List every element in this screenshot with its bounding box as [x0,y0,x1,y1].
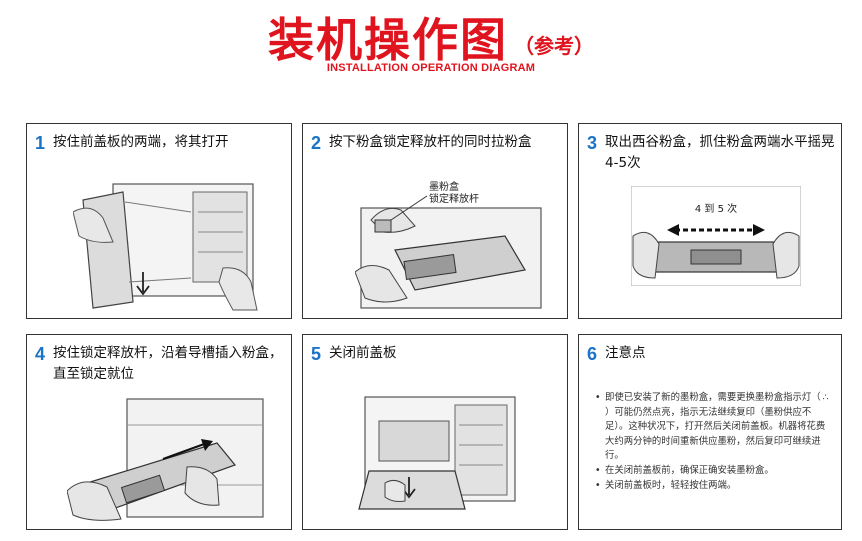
illustration-close-cover [355,391,525,521]
double-arrow-icon [667,224,765,236]
note-item-1: 即使已安装了新的墨粉盒，需要更换墨粉盒指示灯（∴ ）可能仍然点亮，指示无法继续复印… [595,391,831,464]
header: 装机操作图（参考） INSTALLATION OPERATION DIAGRAM [0,0,862,90]
page-subtitle: INSTALLATION OPERATION DIAGRAM [326,62,536,74]
step-panel-3: 3 取出西谷粉盒，抓住粉盒两端水平摇晃4-5次 4 到 5 次 [578,123,842,319]
step-number-1: 1 [35,133,46,153]
title-wrap: 装机操作图（参考） [0,4,862,70]
step-header-4: 4 按住锁定释放杆，沿着导槽插入粉盒，直至锁定就位 [35,343,285,385]
note-1-part-a: 即使已安装了新的墨粉盒，需要更换墨粉盒指示灯（ [605,392,821,403]
step-header-5: 5 关闭前盖板 [311,343,561,365]
step-panel-2: 2 按下粉盒锁定释放杆的同时拉粉盒 墨粉盒 锁定释放杆 [302,123,568,319]
illustration-open-cover [73,182,263,312]
note-1-part-b: ）可能仍然点亮，指示无法继续复印（墨粉供应不足）。这种状况下，打开然后关闭前盖板… [605,406,826,462]
illustration-pull-toner: 墨粉盒 锁定释放杆 [355,180,555,314]
step-header-6: 6 注意点 [587,343,835,365]
step-number-4: 4 [35,344,46,364]
step-number-6: 6 [587,344,598,364]
notes-list: 即使已安装了新的墨粉盒，需要更换墨粉盒指示灯（∴ ）可能仍然点亮，指示无法继续复印… [595,391,831,493]
step-text-2: 按下粉盒锁定释放杆的同时拉粉盒 [329,134,532,150]
step-panel-4: 4 按住锁定释放杆，沿着导槽插入粉盒，直至锁定就位 [26,334,292,530]
illustration-insert-toner [67,395,267,525]
step-text-3: 取出西谷粉盒，抓住粉盒两端水平摇晃4-5次 [605,134,835,171]
shake-count-label: 4 到 5 次 [695,202,737,215]
step-panel-6: 6 注意点 即使已安装了新的墨粉盒，需要更换墨粉盒指示灯（∴ ）可能仍然点亮，指示… [578,334,842,530]
step-number-3: 3 [587,133,598,153]
arrow-icon [162,439,213,460]
step-text-6: 注意点 [605,345,646,361]
step-header-1: 1 按住前盖板的两端，将其打开 [35,132,285,154]
callout-release-lever: 锁定释放杆 [429,192,479,205]
page-title: 装机操作图 [268,13,508,67]
step-panel-1: 1 按住前盖板的两端，将其打开 [26,123,292,319]
step-panel-5: 5 关闭前盖板 [302,334,568,530]
step-number-2: 2 [311,133,322,153]
note-item-3: 关闭前盖板时，轻轻按住两端。 [595,479,831,494]
toner-dots-icon: ∴ [822,393,829,403]
step-number-5: 5 [311,344,322,364]
title-note: （参考） [514,33,594,58]
step-text-4: 按住锁定释放杆，沿着导槽插入粉盒，直至锁定就位 [53,345,283,382]
step-text-1: 按住前盖板的两端，将其打开 [53,134,229,150]
callout-toner: 墨粉盒 [429,180,459,193]
note-item-2: 在关闭前盖板前，确保正确安装墨粉盒。 [595,464,831,479]
illustration-shake-toner: 4 到 5 次 [631,186,801,286]
step-text-5: 关闭前盖板 [329,345,397,361]
step-header-2: 2 按下粉盒锁定释放杆的同时拉粉盒 [311,132,561,154]
step-header-3: 3 取出西谷粉盒，抓住粉盒两端水平摇晃4-5次 [587,132,835,174]
